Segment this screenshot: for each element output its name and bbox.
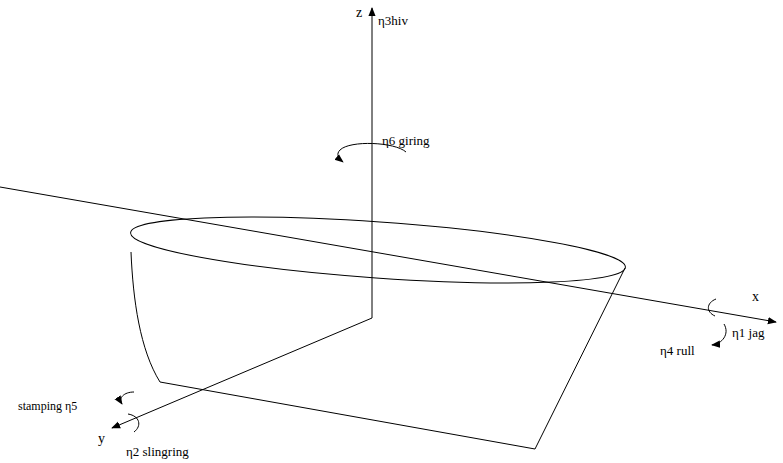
rotation-arrow (708, 299, 716, 316)
rotation-arrow (128, 414, 139, 432)
x-axis (0, 187, 776, 322)
deck-outline (129, 205, 628, 295)
axis-name: z (356, 6, 362, 20)
rotation-arrow (712, 324, 726, 345)
hull-outline (131, 252, 625, 449)
axis-name: x (752, 290, 759, 304)
motion-label: η4 rull (660, 344, 695, 357)
z-axis (372, 8, 373, 318)
motion-label: η3hiv (378, 14, 408, 27)
motion-label: η1 jag (732, 326, 764, 339)
y-axis (112, 318, 372, 428)
motion-label: η2 slingring (126, 445, 189, 458)
rotation-arrow (121, 392, 134, 404)
motion-label: stamping η5 (18, 400, 77, 412)
motion-label: η6 giring (382, 134, 430, 147)
axis-name: y (98, 432, 105, 446)
